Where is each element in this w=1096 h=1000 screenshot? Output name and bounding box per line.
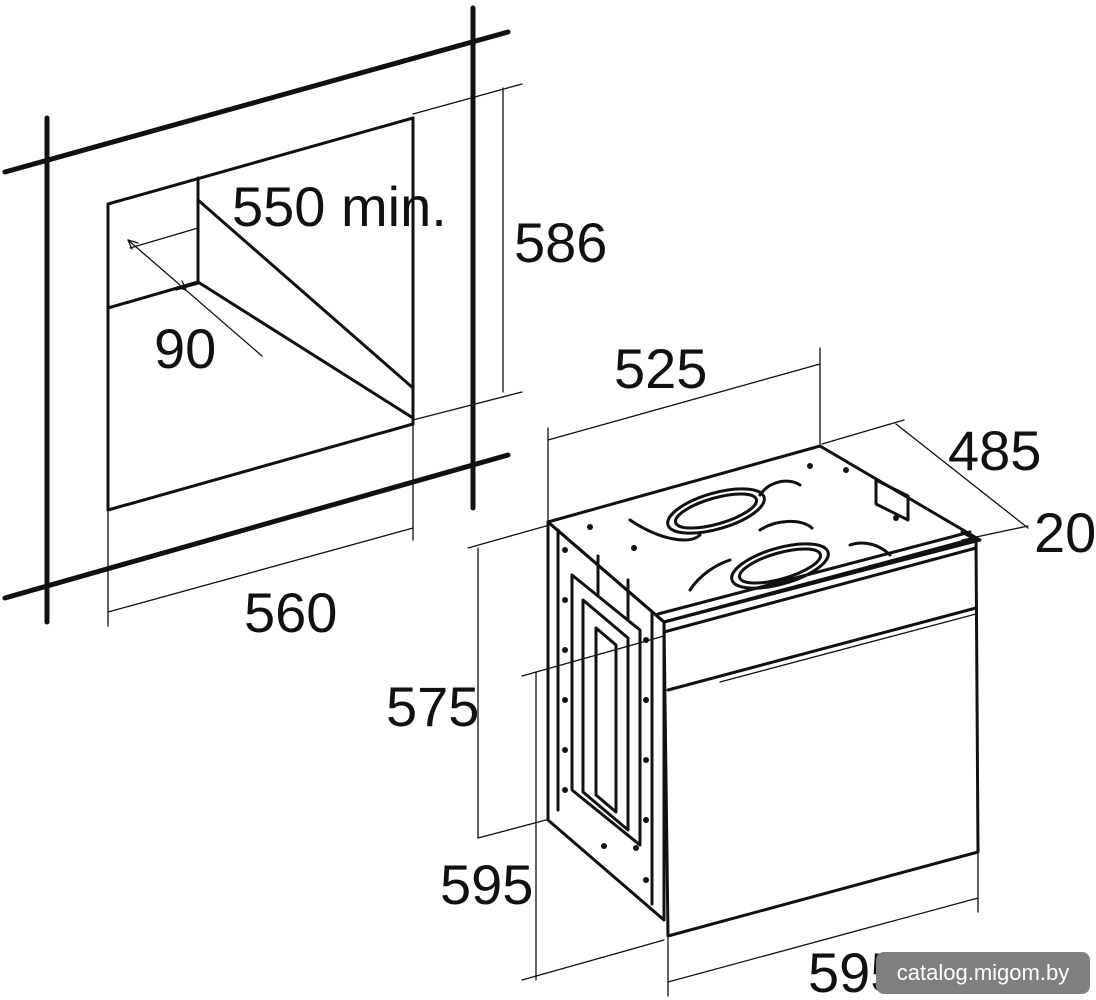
mounting-holes bbox=[562, 463, 899, 883]
control-strip-lower bbox=[666, 606, 978, 692]
oven-body bbox=[467, 347, 1029, 997]
frame-bottom-line bbox=[2, 452, 511, 601]
top-groove-4 bbox=[848, 541, 892, 557]
front-height-ext-top bbox=[521, 635, 665, 677]
top-groove-5 bbox=[688, 558, 732, 592]
height-dim-ext-bottom bbox=[412, 391, 523, 421]
front-panel-depth-label: 20 bbox=[1034, 501, 1096, 564]
side-bracket-outer bbox=[570, 573, 642, 847]
oven-height-ext-top bbox=[467, 525, 547, 549]
watermark-badge: catalog.migom.by bbox=[876, 952, 1090, 994]
top-vent-hole-back-inner bbox=[673, 492, 759, 530]
top-groove-2 bbox=[758, 479, 802, 497]
oven-top-width-label: 525 bbox=[614, 337, 707, 400]
panel-depth-dim-line bbox=[961, 525, 1029, 541]
oven-body-height-label: 575 bbox=[386, 675, 479, 738]
cabinet-niche bbox=[2, 5, 523, 627]
niche-depth-label: 550 min. bbox=[232, 175, 447, 238]
top-vent-hole-front bbox=[730, 542, 830, 590]
vent-dim-ext-bottom bbox=[175, 283, 199, 291]
shelf-diagonal-upper bbox=[196, 198, 415, 390]
oven-depth-label: 485 bbox=[948, 419, 1041, 482]
width-dim-line bbox=[107, 527, 414, 613]
vent-gap-label: 90 bbox=[154, 317, 216, 380]
vent-dim-arrows bbox=[127, 239, 187, 291]
top-groove-3 bbox=[758, 520, 814, 532]
top-groove-1 bbox=[628, 518, 702, 542]
oven-front-height-label: 595 bbox=[440, 853, 533, 916]
front-width-dim-line bbox=[667, 897, 979, 983]
oven-front-panel bbox=[662, 536, 980, 938]
control-strip-upper bbox=[662, 546, 978, 634]
top-rear-tab bbox=[874, 478, 910, 522]
side-bracket-slot bbox=[594, 626, 618, 814]
vent-dim-ext-top bbox=[129, 227, 199, 249]
shelf-diagonal-lower bbox=[196, 280, 415, 420]
side-bracket-inner bbox=[581, 598, 630, 832]
oven-side-panel bbox=[546, 520, 666, 922]
frame-top-line bbox=[2, 29, 511, 175]
niche-top-edge bbox=[106, 116, 415, 206]
niche-bottom-edge bbox=[106, 422, 415, 512]
niche-height-label: 586 bbox=[514, 211, 607, 274]
oven-width-dim-line bbox=[547, 363, 821, 441]
front-height-ext-bottom bbox=[521, 939, 665, 981]
front-frame-corner bbox=[960, 530, 978, 542]
oven-height-ext-bottom bbox=[477, 819, 547, 839]
top-vent-hole-front-inner bbox=[737, 547, 823, 585]
niche-width-label: 560 bbox=[244, 581, 337, 644]
door-top-edge bbox=[719, 613, 977, 683]
shelf-front-edge bbox=[106, 280, 200, 310]
oven-depth-dim-line bbox=[895, 423, 1029, 529]
height-dim-ext-top bbox=[412, 83, 523, 115]
front-frame-top bbox=[656, 530, 972, 616]
vent-dim-line bbox=[127, 239, 263, 357]
top-vent-hole-back bbox=[666, 487, 766, 535]
oven-depth-ext-back bbox=[821, 419, 905, 445]
